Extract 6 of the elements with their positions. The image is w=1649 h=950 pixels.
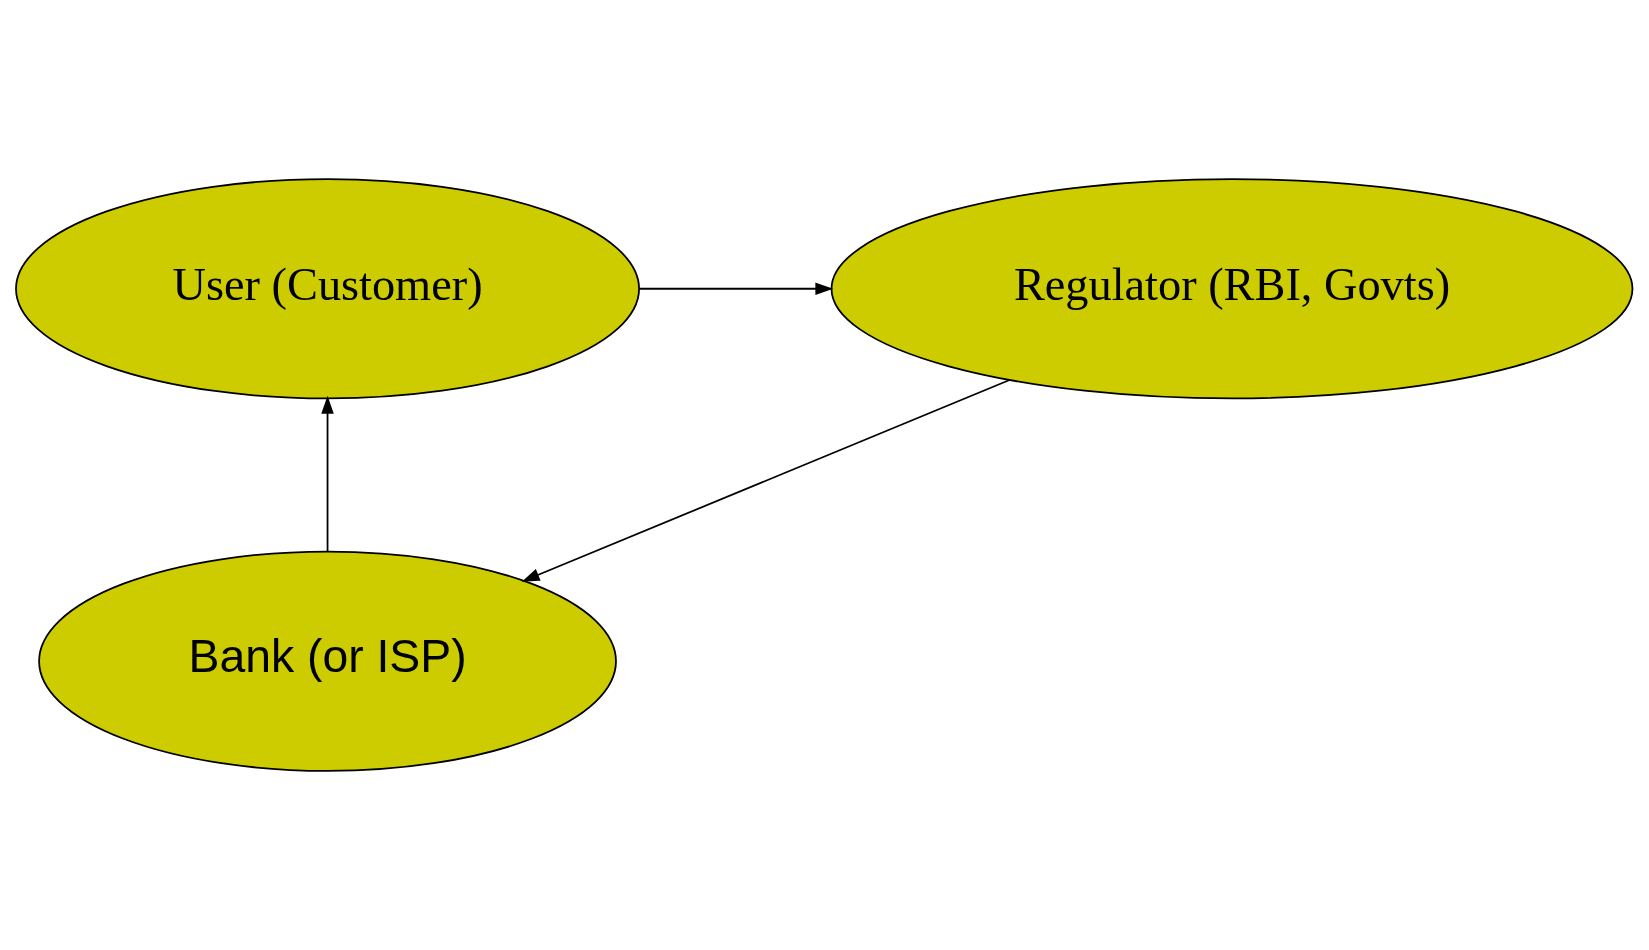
arrow xyxy=(321,395,334,553)
arrow xyxy=(638,282,834,295)
node-ellipse: Regulator (RBI, Govts) xyxy=(830,178,1634,400)
node-ellipse: Bank (or ISP) xyxy=(38,550,617,772)
node-ellipse: User (Customer) xyxy=(15,178,640,400)
arrow xyxy=(521,379,1011,582)
